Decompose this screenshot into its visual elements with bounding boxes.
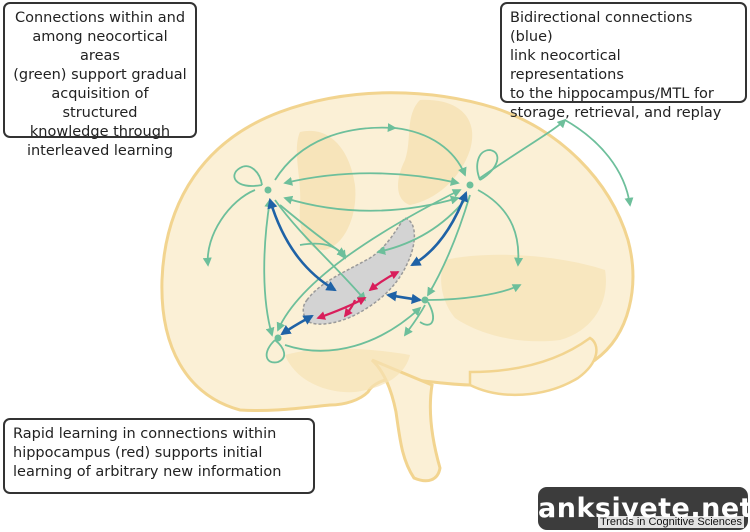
cortical-region (441, 254, 606, 342)
callout-bidirectional-connections: Bidirectional connections (blue) link ne… (500, 2, 747, 121)
cortical-region (285, 348, 410, 393)
callout-hippocampal-learning: Rapid learning in connections within hip… (3, 418, 315, 494)
cerebellum (468, 336, 598, 397)
brainstem (370, 358, 442, 483)
callout-neocortical-connections: Connections within and among neocortical… (3, 2, 197, 159)
intra-hippocampal-connections (316, 271, 400, 320)
source-credit: Trends in Cognitive Sciences (597, 516, 744, 528)
hippocampal-neocortical-connections (267, 191, 468, 336)
connection-nodes (264, 181, 474, 342)
